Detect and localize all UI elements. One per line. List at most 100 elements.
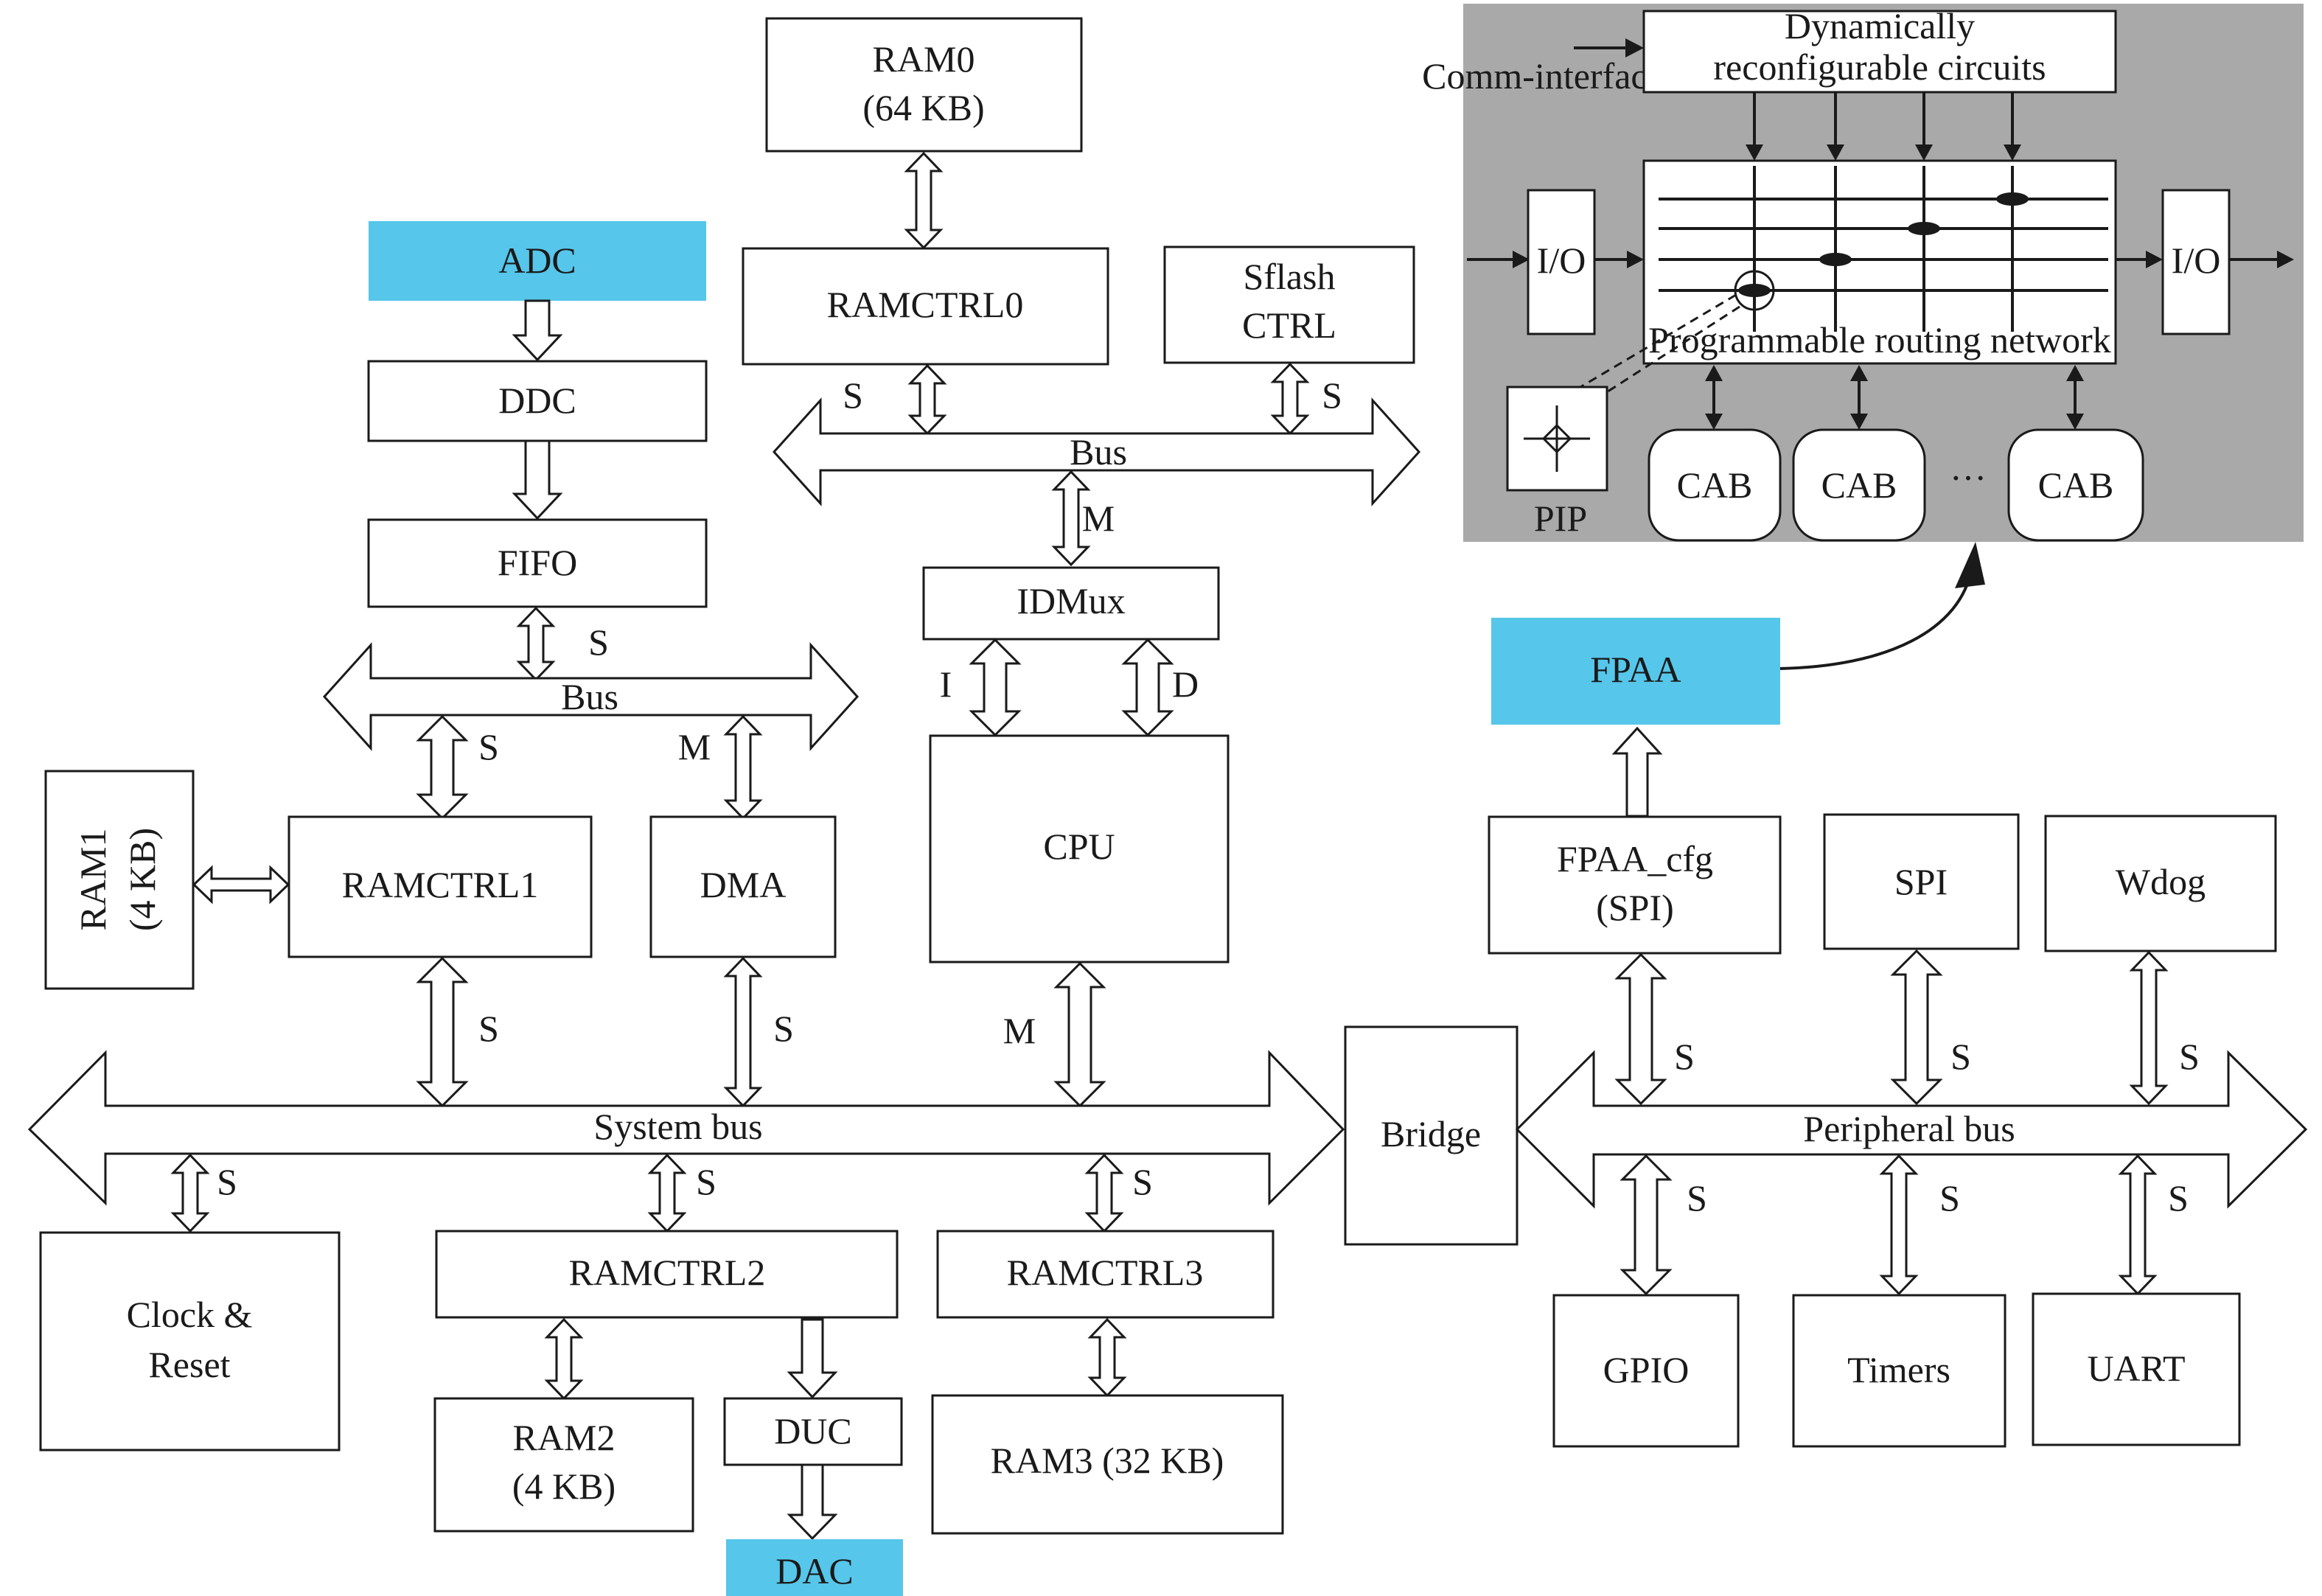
cpu-d-port-label: D xyxy=(1172,663,1199,705)
ramctrl2-ram2-connector xyxy=(544,1317,584,1401)
ramctrl1-port-label: S xyxy=(478,726,499,767)
bridge-label: Bridge xyxy=(1381,1113,1481,1154)
pip-leader-2 xyxy=(1551,305,1740,429)
sflash-port-label: S xyxy=(1322,374,1342,416)
sflash-bus-connector xyxy=(1270,362,1310,436)
idmux-label: IDMux xyxy=(1017,580,1125,621)
peripheral-bus-timers-connector xyxy=(1879,1154,1919,1296)
fpaa-cfg-block xyxy=(1488,815,1782,955)
bridge-block xyxy=(1344,1025,1519,1246)
ram1-label-2: (4 KB) xyxy=(122,828,163,931)
fpaa-label: FPAA xyxy=(1590,649,1681,690)
routing-network-box xyxy=(1642,159,2117,365)
fpaa-cfg-fpaa-arrow xyxy=(1611,726,1663,818)
timers-port-label: S xyxy=(1939,1177,1960,1219)
pip-node xyxy=(1908,222,1940,235)
cab-block xyxy=(2007,428,2144,542)
routing-network-label: Programmable routing network xyxy=(1648,319,2111,360)
system-bus-label: System bus xyxy=(593,1106,762,1147)
ram0-label-2: (64 KB) xyxy=(862,87,984,128)
ram0-ramctrl0-connector xyxy=(904,151,944,250)
duc-block xyxy=(723,1397,903,1466)
dma-port-label: M xyxy=(678,726,711,767)
clock-port-label: S xyxy=(217,1161,237,1202)
ramctrl3-label: RAMCTRL3 xyxy=(1007,1252,1204,1293)
fpaa-block xyxy=(1491,618,1780,725)
gpio-label: GPIO xyxy=(1603,1349,1690,1390)
routing-grid xyxy=(1659,166,2108,332)
ramctrl1-sys-port-label: S xyxy=(478,1008,499,1049)
io-right-box xyxy=(2161,189,2231,335)
ramctrl0-block xyxy=(742,247,1109,366)
left-bus xyxy=(322,642,860,751)
dac-block xyxy=(726,1539,903,1596)
cab-ellipsis: ··· xyxy=(1950,457,1987,498)
cab-label: CAB xyxy=(1821,464,1897,506)
ram3-block xyxy=(931,1394,1284,1535)
uart-port-label: S xyxy=(2168,1177,2189,1219)
io-right-label: I/O xyxy=(2172,240,2221,281)
ram1-block xyxy=(44,770,195,990)
wdog-label: Wdog xyxy=(2116,861,2206,902)
cpu-block xyxy=(929,734,1230,963)
fpaa-cfg-label-1: FPAA_cfg xyxy=(1557,838,1713,879)
ddc-label: DDC xyxy=(498,380,576,421)
ram0-label-1: RAM0 xyxy=(873,38,975,80)
fpaa-cfg-peripheral-bus-connector xyxy=(1614,952,1667,1106)
fifo-block xyxy=(367,518,708,608)
idmux-block xyxy=(922,566,1220,641)
duc-dac-arrow xyxy=(787,1463,838,1541)
bus-idmux-connector xyxy=(1051,470,1091,567)
spi-block xyxy=(1823,813,2020,950)
timers-label: Timers xyxy=(1847,1349,1950,1390)
pip-symbol-icon xyxy=(1524,405,1590,472)
system-bus-ramctrl3-connector xyxy=(1084,1153,1124,1233)
ddc-block xyxy=(367,360,708,442)
duc-label: DUC xyxy=(774,1410,852,1452)
cpu-port-label: M xyxy=(1003,1010,1036,1051)
dynamic-circuits-box xyxy=(1642,10,2117,94)
wdog-port-label: S xyxy=(2179,1036,2200,1077)
sflash-ctrl-label-1: Sflash xyxy=(1244,256,1336,297)
uart-block xyxy=(2032,1292,2241,1446)
fpaa-cfg-label-2: (SPI) xyxy=(1596,887,1674,928)
peripheral-bus-label: Peripheral bus xyxy=(1803,1108,2015,1149)
sflash-ctrl-block xyxy=(1163,245,1415,364)
ramctrl2-duc-arrow xyxy=(787,1318,838,1399)
pip-node xyxy=(1819,253,1852,266)
cab-block xyxy=(1648,428,1782,542)
fpaa-cfg-port-label: S xyxy=(1674,1036,1695,1077)
idmux-cpu-i-connector xyxy=(969,638,1022,737)
dac-label: DAC xyxy=(775,1550,854,1592)
left-bus-label: Bus xyxy=(561,676,618,717)
idmux-port-label: M xyxy=(1082,498,1115,539)
spi-peripheral-bus-connector xyxy=(1890,949,1943,1106)
ram2-block xyxy=(433,1397,694,1533)
bus-ramctrl1-connector xyxy=(416,714,469,820)
ramctrl1-label: RAMCTRL1 xyxy=(342,864,539,905)
ram3-label: RAM3 (32 KB) xyxy=(991,1440,1224,1481)
pip-label: PIP xyxy=(1534,498,1587,539)
cab-block xyxy=(1792,428,1926,542)
dynamic-circuits-label-2: reconfigurable circuits xyxy=(1713,46,2046,88)
dma-system-bus-connector xyxy=(723,956,763,1108)
fpaa-to-inset-arrow xyxy=(1776,567,1973,670)
bus-dma-connector xyxy=(723,714,763,820)
comm-interface-arrowhead xyxy=(1625,38,1644,58)
cab-label: CAB xyxy=(2038,464,2114,506)
clock-reset-label-1: Clock & xyxy=(127,1294,253,1335)
wdog-peripheral-bus-connector xyxy=(2129,950,2169,1106)
adc-block xyxy=(369,221,706,301)
fifo-port-label: S xyxy=(588,621,609,663)
ram2-label-1: RAM2 xyxy=(513,1417,616,1458)
ramctrl1-block xyxy=(287,815,593,958)
spi-label: SPI xyxy=(1894,861,1948,902)
ram1-ramctrl1-connector xyxy=(192,865,290,905)
uart-label: UART xyxy=(2087,1348,2185,1389)
peripheral-bus-uart-connector xyxy=(2118,1154,2158,1296)
ramctrl2-port-label: S xyxy=(696,1161,717,1202)
system-bus-clock-connector xyxy=(170,1153,210,1233)
sflash-ctrl-label-2: CTRL xyxy=(1242,304,1336,346)
adc-label: ADC xyxy=(498,240,576,281)
